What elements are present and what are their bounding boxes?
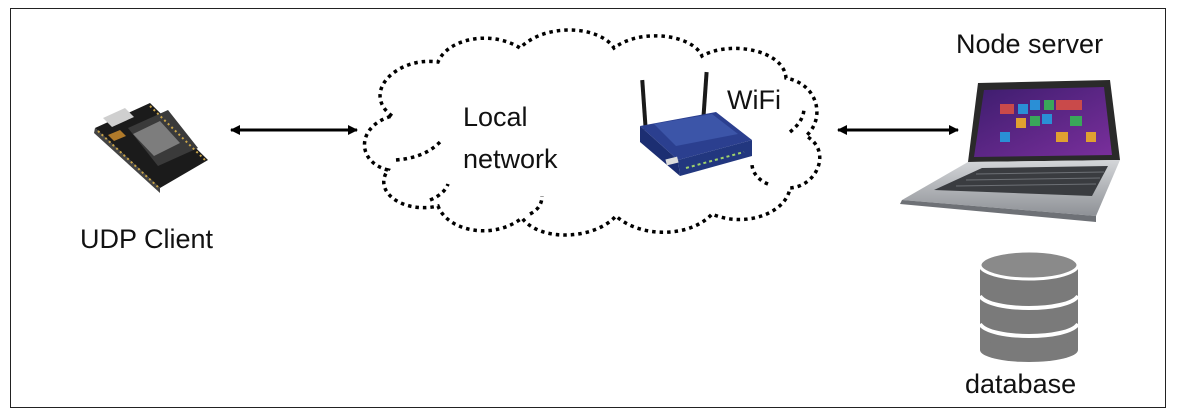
wifi-router-icon bbox=[640, 71, 752, 176]
node-server-label: Node server bbox=[956, 29, 1104, 59]
microcontroller-board-icon bbox=[94, 103, 208, 193]
database-label: database bbox=[965, 369, 1077, 399]
diagram-frame bbox=[10, 8, 1166, 408]
wifi-label: WiFi bbox=[727, 85, 781, 115]
local-network-label-line2: network bbox=[463, 144, 558, 174]
local-network-label-line1: Local bbox=[463, 102, 528, 132]
database-icon bbox=[978, 249, 1080, 362]
cloud-icon bbox=[362, 28, 822, 237]
cloud-inner-curves bbox=[395, 107, 806, 216]
laptop-icon bbox=[900, 80, 1120, 222]
udp-client-label: UDP Client bbox=[80, 224, 214, 254]
